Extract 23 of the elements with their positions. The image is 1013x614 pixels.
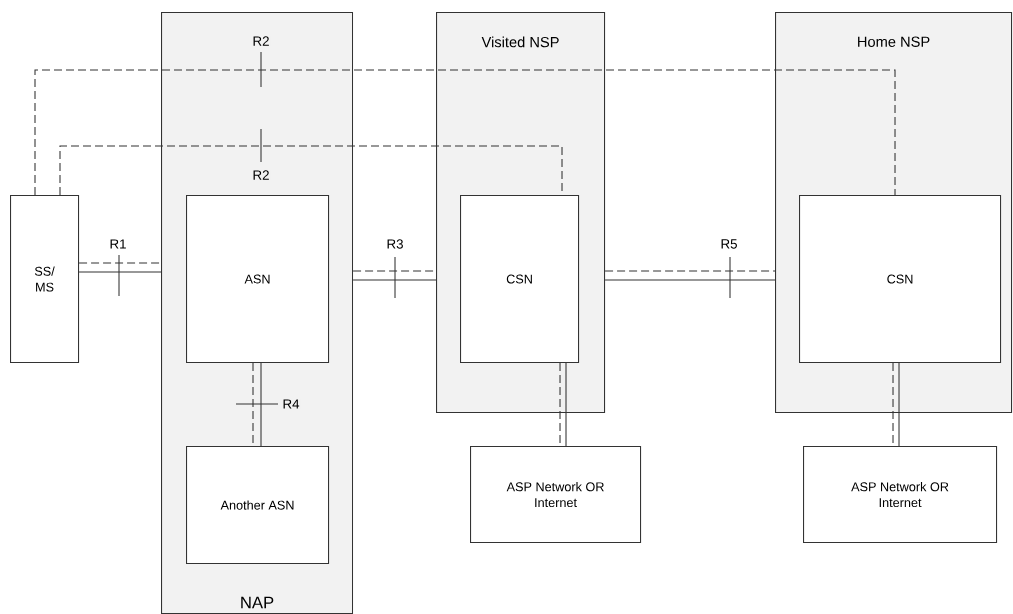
dashed-interface-line xyxy=(352,270,437,272)
entity-box: CSN xyxy=(460,195,580,364)
interface-line xyxy=(604,279,776,281)
entity-box: SS/ MS xyxy=(10,195,80,364)
entity-box: CSN xyxy=(799,195,1002,364)
entity-box: ASN xyxy=(186,195,330,364)
entity-box: ASP Network OR Internet xyxy=(803,446,998,544)
reference-point-label: R3 xyxy=(385,237,405,251)
reference-point-label: R2 xyxy=(251,35,271,47)
reference-point-label: R4 xyxy=(281,398,301,410)
dashed-interface-line xyxy=(34,69,896,196)
interface-line xyxy=(352,279,437,281)
dashed-interface-line xyxy=(59,145,563,196)
interface-line xyxy=(565,362,567,447)
reference-point-label: R2 xyxy=(251,169,271,181)
reference-point-label: R1 xyxy=(108,238,128,250)
interface-line xyxy=(898,362,900,447)
interface-line xyxy=(260,362,262,447)
interface-line xyxy=(78,271,162,273)
dashed-interface-line xyxy=(78,262,162,264)
entity-box: ASP Network OR Internet xyxy=(470,446,642,544)
reference-point-label: R5 xyxy=(719,238,739,250)
entity-box: Another ASN xyxy=(186,446,330,565)
